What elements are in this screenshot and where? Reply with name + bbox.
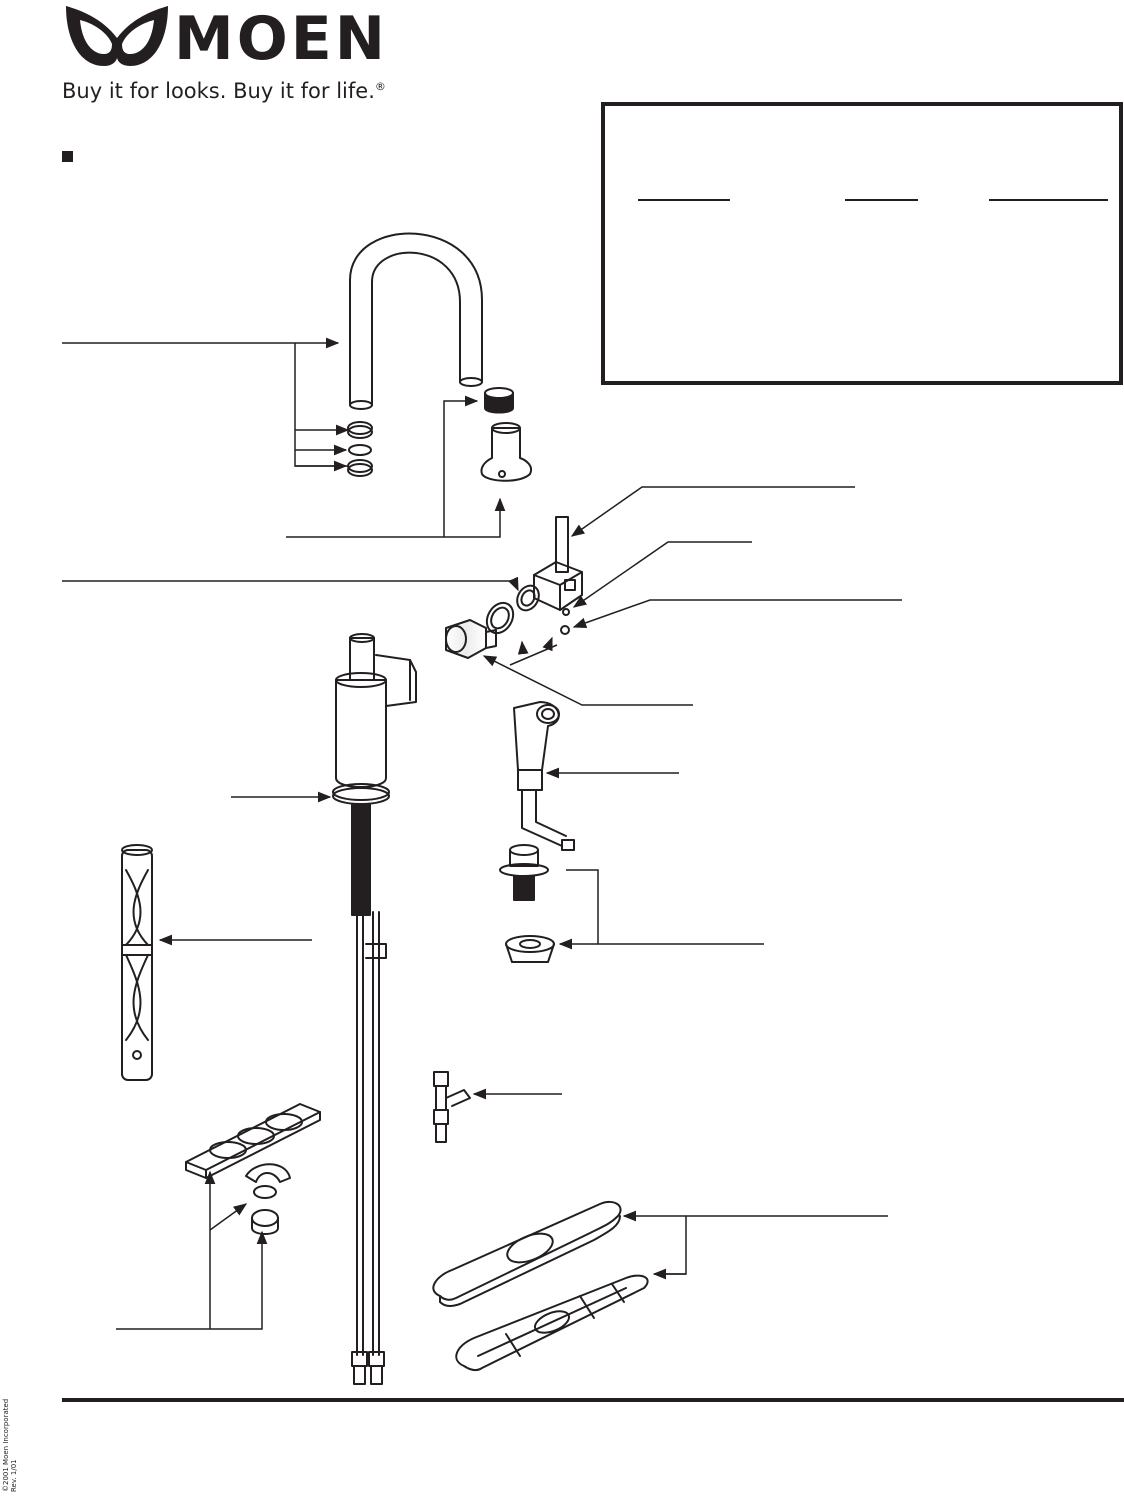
section-bullet-icon: [62, 151, 73, 162]
document-code-line-1: ©2001 Moen Incorporated: [2, 1398, 10, 1492]
aerator-key: [480, 422, 532, 482]
leader-adapter-ring-arrow: [517, 640, 529, 655]
brand-tagline: Buy it for looks. Buy it for life.®: [62, 72, 386, 106]
plug-button: [560, 625, 570, 635]
spout: [349, 232, 483, 410]
document-code-line-2: Rev. 1/01: [10, 1459, 18, 1492]
leader-mounting-nut: [116, 1230, 268, 1330]
parts-info-box: [601, 102, 1123, 385]
footer-rule: [62, 1398, 1124, 1402]
registered-mark: ®: [374, 80, 386, 93]
quick-connect-tee: [433, 1071, 471, 1143]
leader-gasket-stem: [656, 1215, 888, 1275]
brand-name: MOEN: [174, 4, 388, 74]
leader-handle: [570, 486, 855, 537]
leader-plug-button: [572, 599, 902, 629]
retaining-ring: [516, 584, 540, 612]
handle-lever: [533, 516, 583, 611]
escutcheon-gasket: [455, 1274, 649, 1372]
info-box-rules: [638, 199, 1108, 201]
base-gasket: [332, 783, 390, 805]
leader-adapter-arrow: [542, 636, 553, 652]
side-spray-guide: [499, 844, 549, 901]
leader-cartridge-split: [509, 644, 558, 666]
leader-o-rings-stem: [294, 343, 348, 467]
leader-cartridge: [482, 655, 693, 706]
callout-leaders: [62, 337, 902, 1330]
leader-spray-guide: [566, 869, 764, 945]
cartridge: [445, 619, 497, 659]
faucet-body: [335, 633, 417, 788]
side-spray-head: [513, 701, 575, 851]
installation-wrench: [121, 844, 153, 1081]
adapter-ring: [485, 601, 515, 635]
mounting-nut: [245, 1163, 291, 1235]
mounting-bracket: [185, 1103, 321, 1179]
set-screw: [562, 608, 570, 616]
supply-lines: [351, 911, 387, 1385]
tagline-text: Buy it for looks. Buy it for life.: [62, 79, 375, 103]
moen-logo: MOEN Buy it for looks. Buy it for life.®: [62, 0, 392, 110]
spout-o-rings: [347, 421, 373, 477]
side-spray-nut: [505, 935, 555, 963]
aerator: [484, 387, 514, 414]
leader-aerator: [443, 395, 479, 537]
leader-aerator-key: [286, 497, 506, 538]
mounting-shank: [351, 804, 371, 916]
leader-set-screw: [572, 541, 752, 608]
moen-logo-icon: [66, 6, 168, 66]
leader-retaining-ring: [62, 576, 519, 592]
leader-washer: [209, 1203, 248, 1231]
escutcheon-plate: [432, 1200, 622, 1307]
document-code: ©2001 Moen Incorporated Rev. 1/01: [2, 1399, 18, 1492]
